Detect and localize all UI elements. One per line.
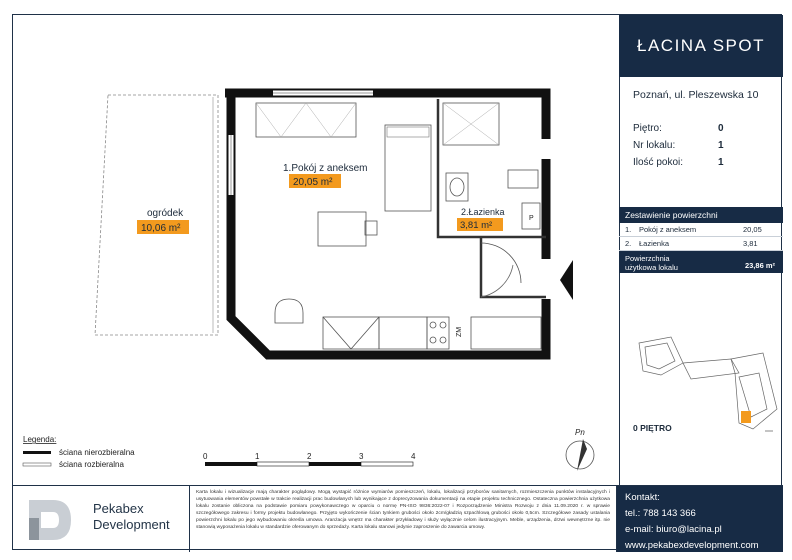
room-1-area-badge (289, 174, 341, 188)
scale-0: 0 (203, 452, 208, 461)
info-floor-value: 0 (718, 123, 724, 134)
garden-name: ogródek (147, 208, 184, 219)
footer: Pekabex Development Karta lokalu i wizua… (13, 485, 783, 552)
bathroom-door (480, 242, 522, 284)
area-row: 2. Łazienka 3,81 (619, 237, 783, 251)
area-row-no: 2. (625, 239, 632, 248)
north-arrow: Pn (565, 428, 595, 471)
brand-header: ŁACINA SPOT (619, 15, 783, 77)
info-floor-label: Piętro: (633, 123, 662, 134)
area-total-label-1: Powierzchnia (625, 254, 670, 263)
brand-logo-text: ŁACINA SPOT (637, 36, 765, 55)
info-rooms-label: Ilość pokoi: (633, 157, 684, 168)
area-total: Powierzchnia użytkowa lokalu 23,86 m² (619, 251, 783, 273)
legend-title: Legenda: (23, 435, 56, 444)
armchair (274, 298, 304, 324)
pekabex-logo-icon (29, 500, 71, 540)
address: Poznań, ul. Pleszewska 10 (633, 89, 759, 101)
table (317, 211, 367, 247)
area-row: 1. Pokój z aneksem 20,05 (619, 223, 783, 237)
mark-zm: ZM (456, 327, 463, 337)
info-rooms: Ilość pokoi: 1 (633, 157, 724, 168)
contact-phone[interactable]: tel.: 788 143 366 (625, 508, 696, 519)
washbasin (445, 172, 469, 202)
area-total-label-2: użytkowa lokalu (625, 263, 678, 272)
entrance-arrow (560, 260, 573, 300)
info-unit-value: 1 (718, 140, 724, 151)
north-label: Pn (575, 428, 585, 437)
floor-label: 0 PIĘTRO (633, 423, 672, 433)
info-unit-label: Nr lokalu: (633, 140, 676, 151)
scale-3: 3 (359, 452, 364, 461)
legend-item-1: ściana nierozbieralna (59, 448, 135, 457)
area-summary-header: Zestawienie powierzchni (619, 207, 783, 223)
area-row-label: Łazienka (639, 239, 670, 248)
bed (384, 124, 432, 212)
chair (364, 220, 378, 236)
garden-outline (94, 94, 219, 336)
contact-email[interactable]: e-mail: biuro@lacina.pl (625, 524, 722, 535)
contact-title: Kontakt: (625, 492, 660, 503)
toilet (507, 169, 539, 189)
contact-website[interactable]: www.pekabexdevelopment.com (625, 540, 759, 551)
company-logo: Pekabex Development (13, 486, 189, 552)
room-1-area: 20,05 m² (293, 177, 333, 188)
kitchenette (322, 316, 542, 350)
scale-4: 4 (411, 452, 416, 461)
area-row-label: Pokój z aneksem (639, 225, 697, 234)
scale-1: 1 (255, 452, 260, 461)
area-row-no: 1. (625, 225, 632, 234)
legend-item-2: ściana rozbieralna (59, 460, 124, 469)
info-floor: Piętro: 0 (633, 123, 724, 134)
scale-2: 2 (307, 452, 312, 461)
company-name-line-2: Development (93, 517, 170, 532)
garden-area: 10,06 m² (141, 223, 181, 234)
plan-sheet: P ZM 1.Pokój z aneksem 20,05 m² 2.Łazi (12, 14, 783, 552)
disclaimer-text: Karta lokalu i wizualizacje mają charakt… (189, 486, 617, 552)
wardrobe (255, 102, 357, 138)
floor-plan: P ZM 1.Pokój z aneksem 20,05 m² 2.Łazi (22, 88, 595, 471)
mark-p: P (529, 215, 534, 222)
contact-box: Kontakt: tel.: 788 143 366 e-mail: biuro… (617, 486, 783, 552)
room-2-area: 3,81 m² (460, 220, 492, 231)
scale-bar: 0 1 2 3 4 (203, 452, 416, 467)
area-row-value: 20,05 (743, 225, 762, 234)
building-key-plan (638, 336, 778, 432)
unit-highlight (741, 411, 751, 423)
area-summary-table: Zestawienie powierzchni 1. Pokój z aneks… (619, 207, 783, 273)
partition-walls (436, 99, 546, 299)
company-name-line-1: Pekabex (93, 501, 144, 516)
room-1-name: 1.Pokój z aneksem (283, 163, 368, 174)
company-name: Pekabex Development (93, 501, 170, 533)
area-row-value: 3,81 (743, 239, 758, 248)
garden-area-badge (137, 220, 189, 234)
room-2-name: 2.Łazienka (461, 207, 505, 217)
info-unit: Nr lokalu: 1 (633, 140, 724, 151)
info-panel: ŁACINA SPOT Poznań, ul. Pleszewska 10 Pi… (619, 15, 783, 485)
info-rooms-value: 1 (718, 157, 724, 168)
room-2-area-badge (457, 218, 503, 231)
area-total-value: 23,86 m² (744, 261, 775, 270)
shower (442, 102, 500, 146)
